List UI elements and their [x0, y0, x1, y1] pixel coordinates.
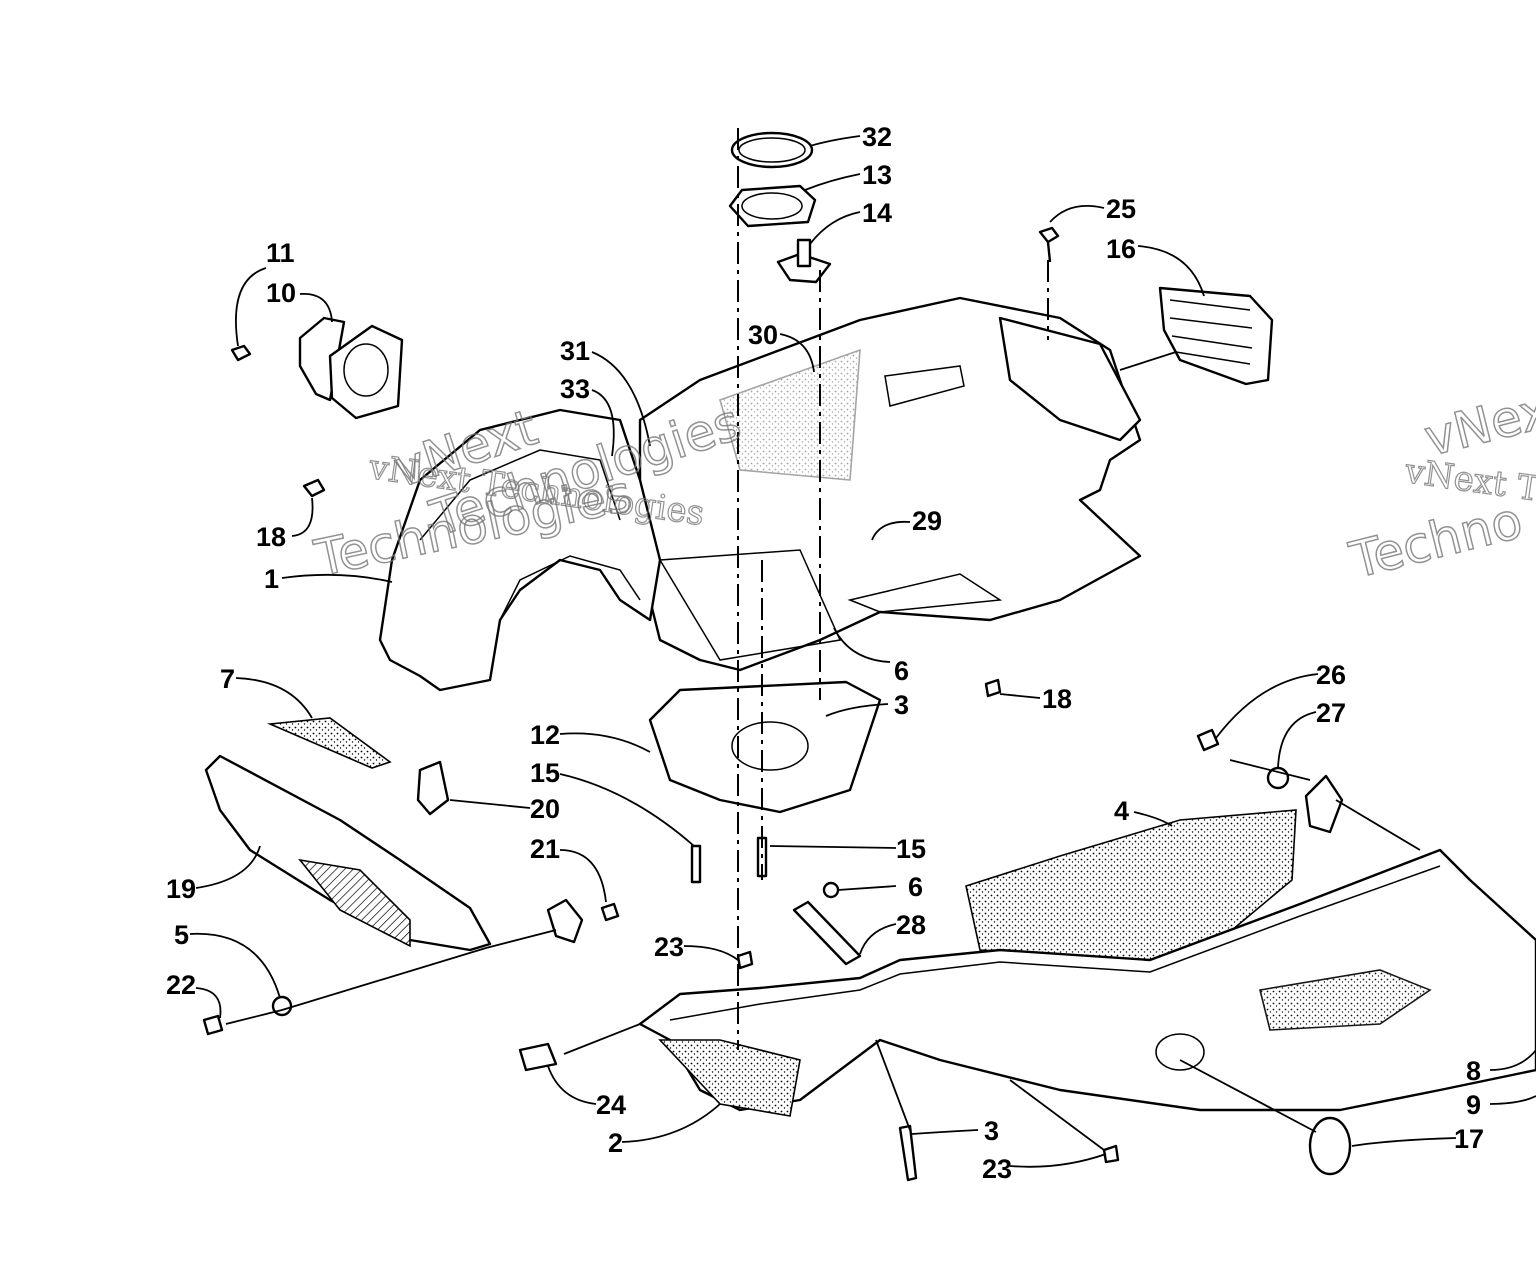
pad-part-7 — [266, 717, 392, 769]
callout-23b: 23 — [982, 1154, 1012, 1184]
callout-7: 7 — [220, 664, 235, 694]
callout-14: 14 — [862, 198, 892, 228]
svg-text:Techno: Techno — [1344, 491, 1528, 590]
callout-3a: 3 — [894, 690, 909, 720]
callout-4: 4 — [1114, 796, 1129, 826]
callout-16: 16 — [1106, 234, 1136, 264]
hood-side-part-1 — [378, 408, 662, 692]
bolt-part-22 — [202, 1014, 224, 1036]
leader-lines — [189, 135, 1536, 1168]
callout-20: 20 — [530, 794, 560, 824]
callout-24: 24 — [596, 1090, 626, 1120]
callout-12: 12 — [530, 720, 560, 750]
bracket-part-28 — [792, 900, 862, 966]
bolt-part-26 — [1196, 728, 1220, 752]
callout-25: 25 — [1106, 194, 1136, 224]
clip-part-20 — [416, 760, 450, 816]
bracket-part-14 — [776, 252, 832, 284]
callout-5: 5 — [174, 920, 189, 950]
callout-32: 32 — [862, 122, 892, 152]
callout-10: 10 — [266, 278, 296, 308]
callout-9: 9 — [1466, 1090, 1481, 1120]
callout-31: 31 — [560, 336, 590, 366]
watermark-3: vNext Te Techno vNext — [1343, 375, 1536, 590]
tab-part — [546, 898, 584, 944]
callout-22: 22 — [166, 970, 196, 1000]
screw-part-23a — [736, 950, 754, 970]
callout-15a: 15 — [530, 758, 560, 788]
callout-19: 19 — [166, 874, 196, 904]
screw-part-25 — [1038, 226, 1060, 263]
plug-part-17 — [1308, 1116, 1352, 1176]
screw-part-18b — [984, 678, 1002, 698]
callout-2: 2 — [608, 1128, 623, 1158]
callout-13: 13 — [862, 160, 892, 190]
screw-part-18a — [302, 478, 326, 498]
callout-21: 21 — [530, 834, 560, 864]
callout-18a: 18 — [256, 522, 286, 552]
callout-11: 11 — [266, 238, 295, 268]
callout-23a: 23 — [654, 932, 684, 962]
deflector-part-19 — [204, 754, 492, 952]
screw-part-23b — [1102, 1144, 1120, 1164]
callout-17: 17 — [1454, 1124, 1484, 1154]
callout-18b: 18 — [1042, 684, 1072, 714]
callout-labels: 32 13 14 25 16 11 10 31 33 30 18 1 29 6 … — [166, 122, 1484, 1184]
callout-1: 1 — [264, 564, 279, 594]
callout-29: 29 — [912, 506, 942, 536]
callout-6a: 6 — [894, 656, 909, 686]
grille-part-16 — [1158, 286, 1274, 386]
callout-3b: 3 — [984, 1116, 999, 1146]
nut-part-21 — [600, 902, 620, 922]
pin-part-3b — [898, 1124, 918, 1182]
callout-6b: 6 — [908, 872, 923, 902]
svg-text:vNext: vNext — [1419, 376, 1536, 468]
callout-27: 27 — [1316, 698, 1346, 728]
latch-part-24 — [518, 1042, 558, 1072]
screw-part-11 — [230, 344, 252, 362]
callout-26: 26 — [1316, 660, 1346, 690]
ring-part-32 — [730, 131, 814, 169]
callout-28: 28 — [896, 910, 926, 940]
rivet-part-15a — [690, 844, 702, 884]
callout-30: 30 — [748, 320, 778, 350]
callout-15b: 15 — [896, 834, 926, 864]
nut-part-6 — [822, 881, 840, 899]
callout-33: 33 — [560, 374, 590, 404]
plate-part-12 — [648, 680, 882, 814]
callout-8: 8 — [1466, 1056, 1481, 1086]
